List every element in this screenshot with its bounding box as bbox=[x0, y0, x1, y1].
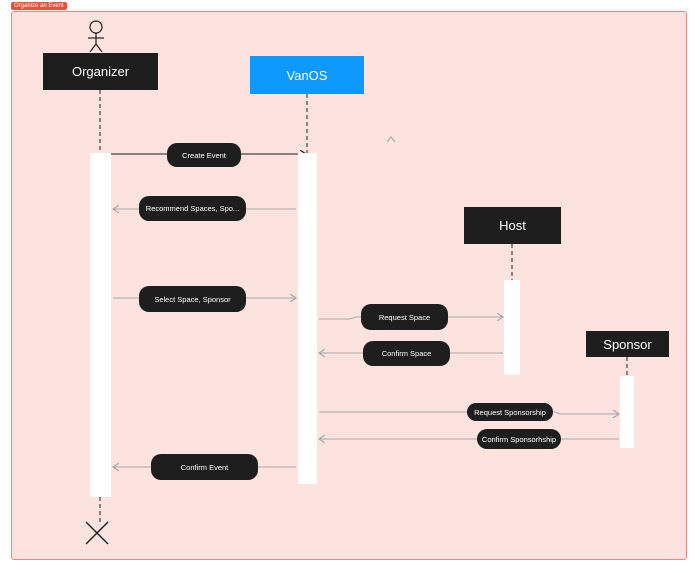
message-recommend-spaces[interactable]: Recommend Spaces, Spo... bbox=[139, 196, 246, 221]
diagram-frame bbox=[11, 11, 687, 560]
activation-sponsor bbox=[620, 376, 634, 448]
message-confirm-space[interactable]: Confirm Space bbox=[363, 341, 450, 366]
arrow-request-sponsorship bbox=[319, 412, 619, 414]
person-icon bbox=[88, 20, 104, 53]
actor-sponsor[interactable]: Sponsor bbox=[586, 331, 669, 357]
activation-organizer bbox=[90, 153, 111, 497]
message-select-space-sponsor[interactable]: Select Space, Sponsor bbox=[139, 286, 246, 312]
chevron-up-icon[interactable] bbox=[386, 136, 396, 143]
actor-host[interactable]: Host bbox=[464, 207, 561, 244]
frame-label[interactable]: Organize an Event bbox=[11, 2, 67, 10]
message-confirm-sponsorship[interactable]: Confirm Sponsorhship bbox=[477, 429, 561, 449]
actor-vanos[interactable]: VanOS bbox=[250, 56, 364, 94]
message-create-event[interactable]: Create Event bbox=[167, 143, 241, 167]
lifelines bbox=[99, 90, 628, 522]
actor-organizer[interactable]: Organizer bbox=[43, 53, 158, 90]
activation-host bbox=[504, 280, 520, 375]
activation-vanos bbox=[298, 153, 317, 484]
message-request-sponsorship[interactable]: Request Sponsorship bbox=[467, 403, 553, 421]
message-request-space[interactable]: Request Space bbox=[361, 304, 448, 330]
x-icon bbox=[85, 521, 109, 545]
message-confirm-event[interactable]: Confirm Event bbox=[151, 454, 258, 480]
